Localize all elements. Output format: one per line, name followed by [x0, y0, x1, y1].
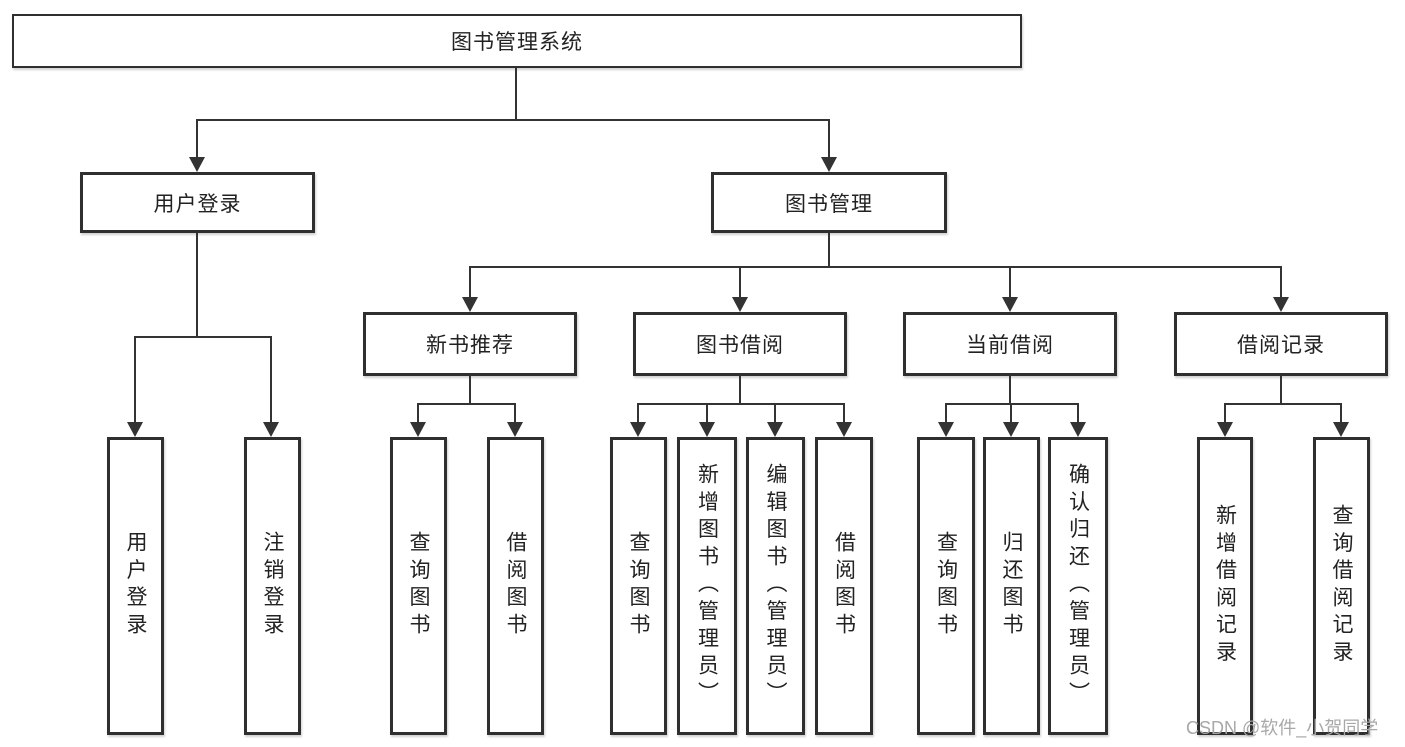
node-book-borrow-label: 图书借阅	[696, 334, 784, 357]
connector-line	[1224, 403, 1226, 424]
down-arrow	[410, 422, 426, 437]
connector-line	[774, 403, 776, 424]
leaf-label: 查询图书	[627, 531, 650, 641]
leaf-label: 注销登录	[261, 531, 284, 641]
leaf-logout: 注销登录	[244, 437, 301, 735]
down-arrow	[938, 422, 954, 437]
connector-line	[706, 403, 708, 424]
down-arrow	[1003, 422, 1019, 437]
connector-line	[1077, 403, 1079, 424]
node-root: 图书管理系统	[12, 14, 1022, 68]
connector-line	[469, 266, 471, 299]
leaf-label: 归还图书	[1000, 531, 1023, 641]
node-root-label: 图书管理系统	[451, 31, 583, 54]
down-arrow	[462, 297, 478, 312]
connector-line	[828, 119, 830, 159]
leaf-query-books-3: 查询图书	[917, 437, 975, 735]
connector-line	[828, 233, 830, 268]
down-arrow	[732, 297, 748, 312]
csdn-watermark: CSDN @软件_小贺同学	[1186, 718, 1379, 738]
connector-line	[1280, 376, 1282, 405]
connector-line	[739, 376, 741, 405]
node-book-management: 图书管理	[711, 172, 947, 233]
leaf-label: 查询借阅记录	[1330, 504, 1353, 668]
node-new-book-recommend: 新书推荐	[363, 312, 577, 376]
down-arrow	[127, 422, 143, 437]
connector-line	[469, 266, 1282, 268]
down-arrow	[1333, 422, 1349, 437]
leaf-label: 查询图书	[407, 531, 430, 641]
connector-line	[739, 266, 741, 299]
leaf-user-login: 用户登录	[107, 437, 164, 735]
leaf-borrow-books-2: 借阅图书	[815, 437, 873, 735]
node-user-login-label: 用户登录	[153, 192, 242, 216]
down-arrow	[767, 422, 783, 437]
connector-line	[1009, 266, 1011, 299]
down-arrow	[1217, 422, 1233, 437]
connector-line	[637, 403, 639, 424]
node-borrow-record-label: 借阅记录	[1237, 334, 1325, 357]
node-current-borrow: 当前借阅	[903, 312, 1117, 376]
connector-line	[134, 336, 272, 338]
node-current-borrow-label: 当前借阅	[966, 334, 1054, 357]
node-borrow-record: 借阅记录	[1174, 312, 1388, 376]
down-arrow	[1273, 297, 1289, 312]
leaf-add-book-admin: 新增图书（管理员）	[677, 437, 737, 735]
leaf-label: 借阅图书	[504, 531, 527, 641]
leaf-label: 用户登录	[124, 531, 147, 641]
leaf-label: 新增借阅记录	[1213, 504, 1237, 668]
connector-line	[515, 68, 517, 120]
connector-line	[196, 233, 198, 338]
connector-line	[514, 403, 516, 424]
connector-line	[417, 403, 419, 424]
connector-line	[637, 403, 844, 405]
leaf-confirm-return-admin: 确认归还（管理员）	[1048, 437, 1108, 735]
node-new-book-recommend-label: 新书推荐	[426, 334, 514, 357]
down-arrow	[699, 422, 715, 437]
leaf-query-books-1: 查询图书	[390, 437, 447, 735]
down-arrow	[507, 422, 523, 437]
down-arrow	[1002, 297, 1018, 312]
leaf-query-borrow-record: 查询借阅记录	[1313, 437, 1370, 735]
connector-line	[196, 119, 198, 159]
leaf-add-borrow-record: 新增借阅记录	[1197, 437, 1253, 735]
connector-line	[1009, 376, 1011, 405]
node-book-borrow: 图书借阅	[633, 312, 847, 376]
node-user-login: 用户登录	[80, 172, 315, 233]
down-arrow	[189, 157, 205, 172]
down-arrow	[630, 422, 646, 437]
down-arrow	[1070, 422, 1086, 437]
connector-line	[945, 403, 947, 424]
connector-line	[417, 403, 516, 405]
down-arrow	[836, 422, 852, 437]
node-book-management-label: 图书管理	[785, 192, 873, 216]
connector-line	[1224, 403, 1342, 405]
leaf-borrow-books-1: 借阅图书	[487, 437, 544, 735]
down-arrow	[263, 422, 279, 437]
leaf-label: 确认归还（管理员）	[1066, 463, 1090, 709]
down-arrow	[821, 157, 837, 172]
leaf-label: 借阅图书	[832, 531, 856, 641]
connector-line	[843, 403, 845, 424]
leaf-label: 新增图书（管理员）	[695, 463, 719, 709]
connector-line	[1340, 403, 1342, 424]
leaf-label: 编辑图书（管理员）	[764, 463, 787, 709]
connector-line	[1010, 403, 1012, 424]
leaf-return-book: 归还图书	[983, 437, 1040, 735]
leaf-edit-book-admin: 编辑图书（管理员）	[746, 437, 805, 735]
connector-line	[270, 336, 272, 422]
connector-line	[469, 376, 471, 405]
connector-line	[1280, 266, 1282, 299]
leaf-query-books-2: 查询图书	[610, 437, 667, 735]
connector-line	[196, 119, 830, 121]
connector-line	[134, 336, 136, 422]
leaf-label: 查询图书	[934, 531, 958, 641]
